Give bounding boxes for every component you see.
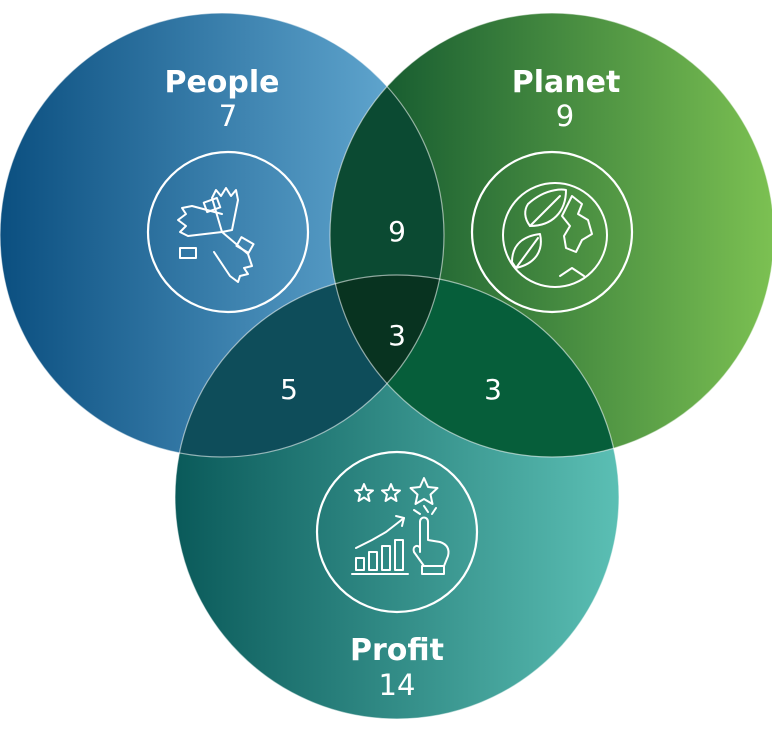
people-count: 7 (219, 99, 237, 133)
planet-profit-overlap (330, 275, 619, 457)
people-profit-overlap (175, 275, 444, 457)
planet-title: Planet (512, 65, 621, 100)
profit-outline (174, 274, 620, 720)
earth-leaves-icon (470, 150, 634, 314)
people-outline (0, 12, 445, 458)
hands-teamwork-icon (146, 150, 310, 314)
planet-outline (329, 12, 772, 458)
people-title: People (164, 65, 279, 100)
profit-count: 14 (379, 668, 416, 702)
people-planet-count: 9 (388, 215, 406, 248)
planet-profit-count: 3 (484, 373, 502, 406)
planet-count: 9 (556, 99, 574, 133)
stars-growth-chart-icon (315, 450, 479, 614)
profit-title: Profit (350, 633, 444, 668)
all-three-count: 3 (388, 319, 406, 352)
people-profit-count: 5 (280, 373, 298, 406)
